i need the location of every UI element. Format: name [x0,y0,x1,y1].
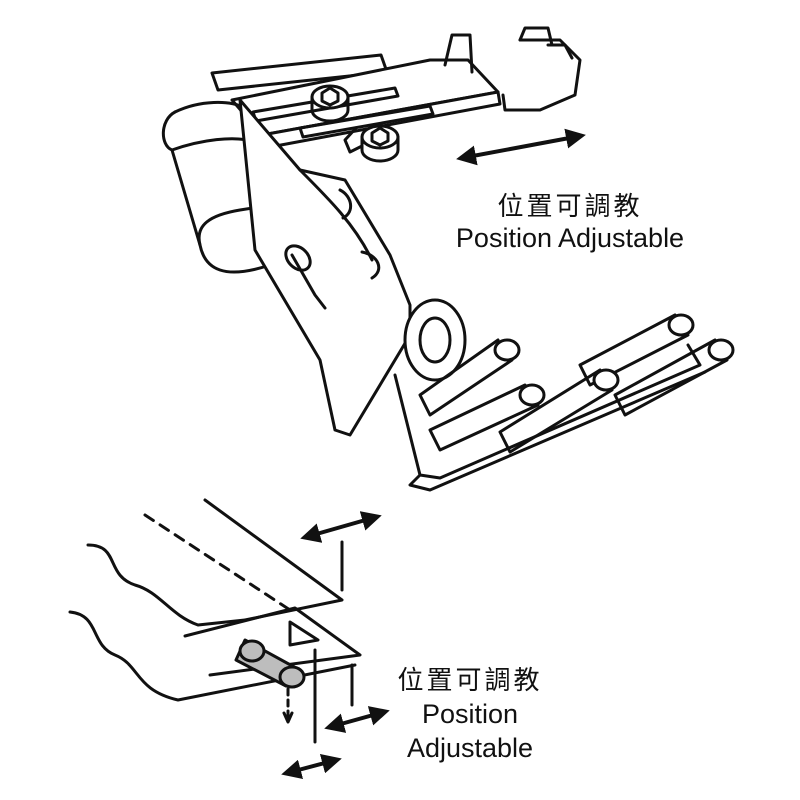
guide-rod-icon [234,638,306,689]
label-bottom: 位置可調教 Position Adjustable [370,660,570,765]
rod-4 [498,368,620,454]
rod-2 [428,383,546,452]
slotted-bracket [210,26,582,150]
rod-frame [393,298,707,492]
adjust-arrow-icon-lower [281,753,342,780]
adjust-arrow-icon-right [324,706,390,733]
guide-rods [418,313,735,454]
label-bottom-zh: 位置可調教 [397,666,543,696]
hex-screw-2 [343,124,400,163]
rod-5 [613,338,735,417]
folder-attachment-illustration [161,26,735,492]
label-bottom-en-1: Position [421,699,519,729]
hex-screw-1 [310,84,350,123]
main-plate [238,98,412,437]
label-top: 位置可調教 Position Adjustable [420,186,720,254]
adjust-arrow-icon-upper [300,511,382,543]
adjust-arrow-icon-top [456,128,586,166]
label-bottom-en-2: Adjustable [406,733,534,763]
fabric-layers-illustration [68,498,362,744]
rod-1 [418,338,521,417]
label-top-en: Position Adjustable [455,223,685,253]
rod-3 [578,313,695,387]
label-top-zh: 位置可調教 [497,192,643,222]
